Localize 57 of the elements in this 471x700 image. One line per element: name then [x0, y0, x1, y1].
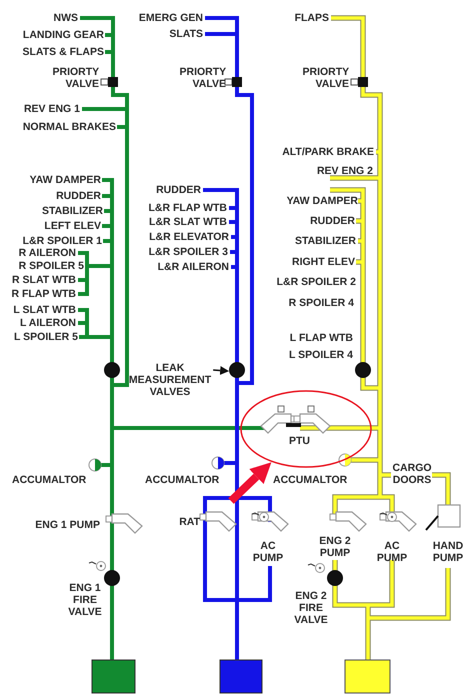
- component-label: NORMAL BRAKES: [22, 121, 116, 133]
- leak-valve-symbol: [229, 362, 245, 378]
- component-label: EMERG GEN: [138, 12, 203, 24]
- component-label: RIGHT ELEV: [292, 256, 355, 268]
- component-label: CARGO DOORS: [392, 462, 432, 486]
- component-label: ACCUMALTOR: [145, 474, 220, 486]
- component-label: PRIORTY VALVE: [180, 66, 226, 90]
- component-label: NWS: [54, 12, 78, 24]
- component-label: ALT/PARK BRAKE: [282, 146, 374, 158]
- component-label: L&R SPOILER 2: [276, 276, 356, 288]
- component-label: STABILIZER: [294, 235, 356, 247]
- component-label: RUDDER: [56, 190, 101, 202]
- component-label: SLATS & FLAPS: [22, 46, 104, 58]
- component-label: LEFT ELEV: [44, 220, 101, 232]
- component-label: L&R SLAT WTB: [149, 216, 227, 228]
- component-label: STABILIZER: [42, 205, 103, 217]
- component-label: ENG 2 FIRE VALVE: [293, 590, 329, 626]
- component-label: R SLAT WTB: [12, 274, 76, 286]
- component-label: YAW DAMPER: [286, 195, 358, 207]
- component-label: ENG 2 PUMP: [318, 535, 352, 559]
- component-label: R AILERON: [18, 247, 76, 259]
- ptu-label: PTU: [289, 435, 310, 447]
- component-label: AC PUMP: [376, 540, 408, 564]
- component-label: ACCUMALTOR: [12, 474, 86, 486]
- valve-callout-label: LEAK MEASUREMENT VALVES: [128, 362, 212, 398]
- component-label: R SPOILER 5: [18, 260, 84, 272]
- component-label: RUDDER: [156, 184, 201, 196]
- component-label: L SPOILER 5: [14, 331, 78, 343]
- component-label: L SPOILER 4: [289, 349, 353, 361]
- component-label: L&R AILERON: [158, 261, 229, 273]
- component-label: L&R SPOILER 3: [148, 246, 228, 258]
- component-label: PRIORTY VALVE: [302, 66, 349, 90]
- component-label: L AILERON: [20, 317, 76, 329]
- arrow: [213, 366, 230, 375]
- component-label: L&R FLAP WTB: [148, 202, 227, 214]
- component-label: ENG 1 FIRE VALVE: [67, 582, 103, 618]
- component-label: HAND PUMP: [432, 540, 464, 564]
- component-label: ENG 1 PUMP: [35, 519, 100, 531]
- component-label: L&R SPOILER 1: [22, 235, 102, 247]
- highlight-ellipse: [240, 390, 372, 468]
- component-label: L&R ELEVATOR: [149, 231, 229, 243]
- component-label: SLATS: [169, 28, 203, 40]
- component-label: AC PUMP: [252, 540, 284, 564]
- component-label: REV ENG 1: [24, 103, 80, 115]
- component-label: R FLAP WTB: [11, 288, 76, 300]
- component-label: LANDING GEAR: [22, 29, 104, 41]
- component-label: REV ENG 2: [316, 165, 373, 177]
- component-label: ACCUMALTOR: [273, 474, 348, 486]
- component-label: YAW DAMPER: [30, 174, 101, 186]
- component-label: FLAPS: [294, 12, 329, 24]
- component-label: RAT: [179, 516, 200, 528]
- component-label: L FLAP WTB: [290, 332, 353, 344]
- component-label: L SLAT WTB: [13, 304, 76, 316]
- component-label: R SPOILER 4: [288, 297, 354, 309]
- arrow: [228, 462, 272, 504]
- component-label: PRIORTY VALVE: [52, 66, 99, 90]
- component-label: RUDDER: [310, 215, 355, 227]
